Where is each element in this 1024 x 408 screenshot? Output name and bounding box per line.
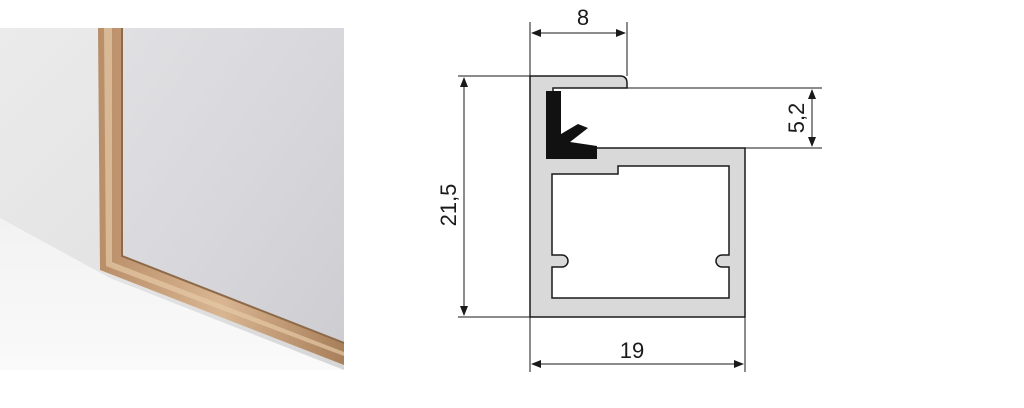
- mirror-glass: [122, 28, 344, 343]
- profile-cross-section-svg: 8 21,5 5,2 19: [436, 5, 822, 372]
- dim-label-glass-slot: 5,2: [784, 103, 809, 134]
- extension-lines: [458, 22, 822, 372]
- glass-seal-gasket: [546, 91, 597, 159]
- frame-inner-edge: [121, 28, 345, 344]
- dim-label-top-width: 8: [577, 5, 589, 30]
- dim-label-bottom-width: 19: [620, 338, 644, 363]
- frame-photo-illustration: [0, 28, 345, 370]
- dim-label-total-height: 21,5: [436, 184, 461, 227]
- frame-corner-photo: [0, 28, 345, 370]
- profile-hollow-chamber: [551, 165, 730, 299]
- floor-area: [0, 218, 344, 370]
- profile-technical-drawing: 8 21,5 5,2 19: [380, 0, 1020, 403]
